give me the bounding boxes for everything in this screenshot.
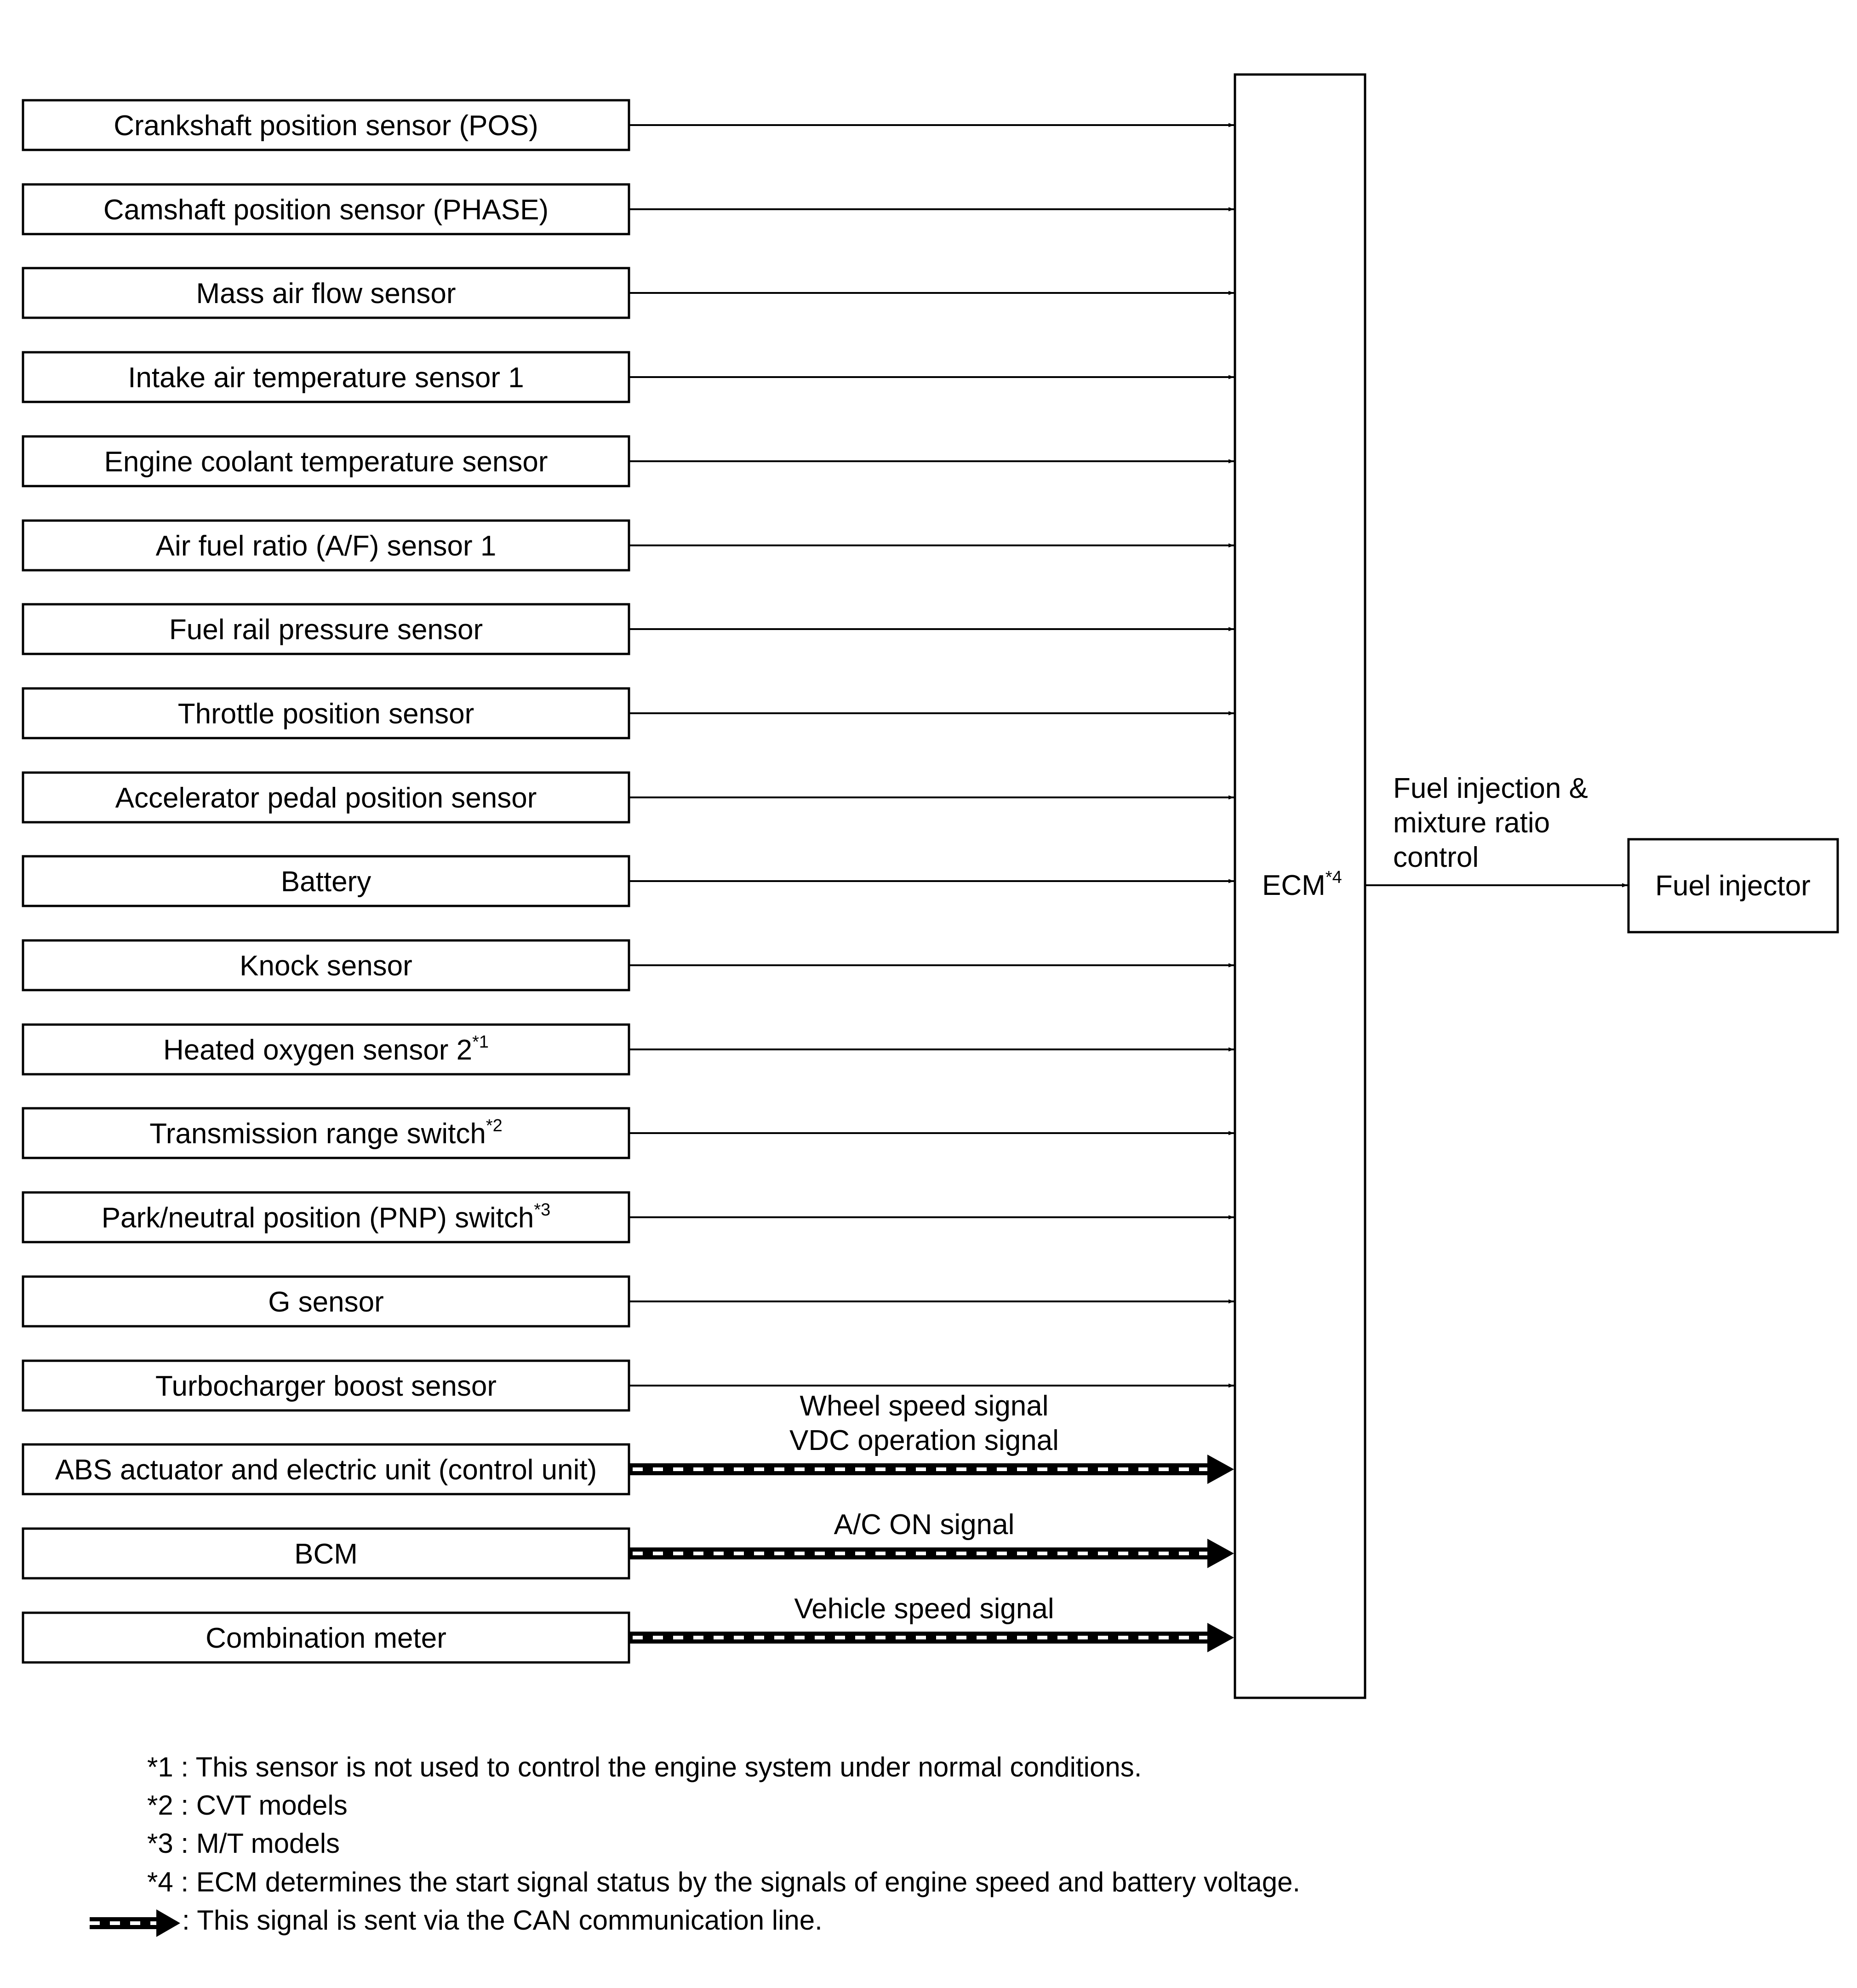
input-9: Accelerator pedal position sensor <box>22 771 1234 824</box>
input-label: Air fuel ratio (A/F) sensor 1 <box>156 530 497 562</box>
input-box <box>22 1611 630 1664</box>
input-label: Intake air temperature sensor 1 <box>128 362 524 394</box>
input-15: G sensor <box>22 1275 1234 1328</box>
input-7: Fuel rail pressure sensor <box>22 603 1234 655</box>
input-label: Engine coolant temperature sensor <box>104 446 548 478</box>
input-box <box>22 183 630 235</box>
fuel-injector-box <box>1627 838 1839 934</box>
input-14: Park/neutral position (PNP) switch*3 <box>22 1191 1234 1243</box>
input-label: Fuel rail pressure sensor <box>169 614 483 646</box>
input-label: BCM <box>294 1538 358 1570</box>
input-box <box>22 1023 630 1076</box>
can-legend-arrow-icon <box>90 1909 180 1937</box>
input-label: Camshaft position sensor (PHASE) <box>103 194 549 226</box>
can-signal-label: Wheel speed signal <box>800 1390 1048 1422</box>
input-17: ABS actuator and electric unit (control … <box>22 1443 630 1495</box>
input-label: Throttle position sensor <box>178 698 474 730</box>
can-signal-arrow <box>629 1623 1234 1652</box>
input-16: Turbocharger boost sensor <box>22 1359 1234 1412</box>
input-box <box>22 267 630 319</box>
footnote-4: *4 : ECM determines the start signal sta… <box>147 1867 1300 1897</box>
input-box <box>22 855 630 907</box>
input-6: Air fuel ratio (A/F) sensor 1 <box>22 519 1234 572</box>
input-11: Knock sensor <box>22 939 1234 991</box>
output-signal-label: Fuel injection & mixture ratio control <box>1393 773 1596 873</box>
footnote-2: *2 : CVT models <box>147 1790 348 1821</box>
input-13: Transmission range switch*2 <box>22 1107 1234 1159</box>
input-box <box>22 939 630 991</box>
input-box <box>22 99 630 151</box>
input-label: Crankshaft position sensor (POS) <box>114 110 538 142</box>
input-label: Knock sensor <box>240 950 412 982</box>
input-label: Battery <box>281 866 371 898</box>
input-box <box>22 1191 630 1243</box>
can-legend-text: : This signal is sent via the CAN commun… <box>182 1905 823 1936</box>
footnote-1: *1 : This sensor is not used to control … <box>147 1752 1142 1782</box>
input-label: Combination meter <box>206 1622 446 1654</box>
input-box <box>22 351 630 403</box>
input-label: Accelerator pedal position sensor <box>115 782 537 814</box>
input-5: Engine coolant temperature sensor <box>22 435 1234 487</box>
input-box <box>22 1107 630 1159</box>
input-3: Mass air flow sensor <box>22 267 1234 319</box>
input-2: Camshaft position sensor (PHASE) <box>22 183 1234 235</box>
can-signal-arrow <box>629 1539 1234 1568</box>
input-label: Park/neutral position (PNP) switch*3 <box>102 1200 551 1234</box>
input-10: Battery <box>22 855 1234 907</box>
input-label: Mass air flow sensor <box>196 278 456 309</box>
ecm-label: ECM*4 <box>1262 868 1342 901</box>
input-1: Crankshaft position sensor (POS) <box>22 99 1234 151</box>
input-8: Throttle position sensor <box>22 687 1234 739</box>
footnote-3: *3 : M/T models <box>147 1828 340 1859</box>
input-4: Intake air temperature sensor 1 <box>22 351 1234 403</box>
can-signal-label: Vehicle speed signal <box>794 1593 1054 1625</box>
can-signal-label: VDC operation signal <box>789 1425 1059 1456</box>
input-label: Turbocharger boost sensor <box>155 1370 497 1402</box>
input-label: Heated oxygen sensor 2*1 <box>163 1032 489 1066</box>
input-box <box>22 1275 630 1328</box>
input-box <box>22 1527 630 1580</box>
input-label: G sensor <box>268 1286 384 1318</box>
can-signal-label: A/C ON signal <box>834 1509 1015 1541</box>
input-18: BCM <box>22 1527 630 1580</box>
input-box <box>22 771 630 824</box>
fuel-injector-label: Fuel injector <box>1655 870 1811 902</box>
input-12: Heated oxygen sensor 2*1 <box>22 1023 1234 1076</box>
input-label: Transmission range switch*2 <box>149 1116 503 1150</box>
can-signal-arrow <box>629 1455 1234 1484</box>
ecm-box <box>1234 73 1366 1699</box>
input-19: Combination meter <box>22 1611 630 1664</box>
input-label: ABS actuator and electric unit (control … <box>55 1454 597 1486</box>
input-box <box>22 603 630 655</box>
